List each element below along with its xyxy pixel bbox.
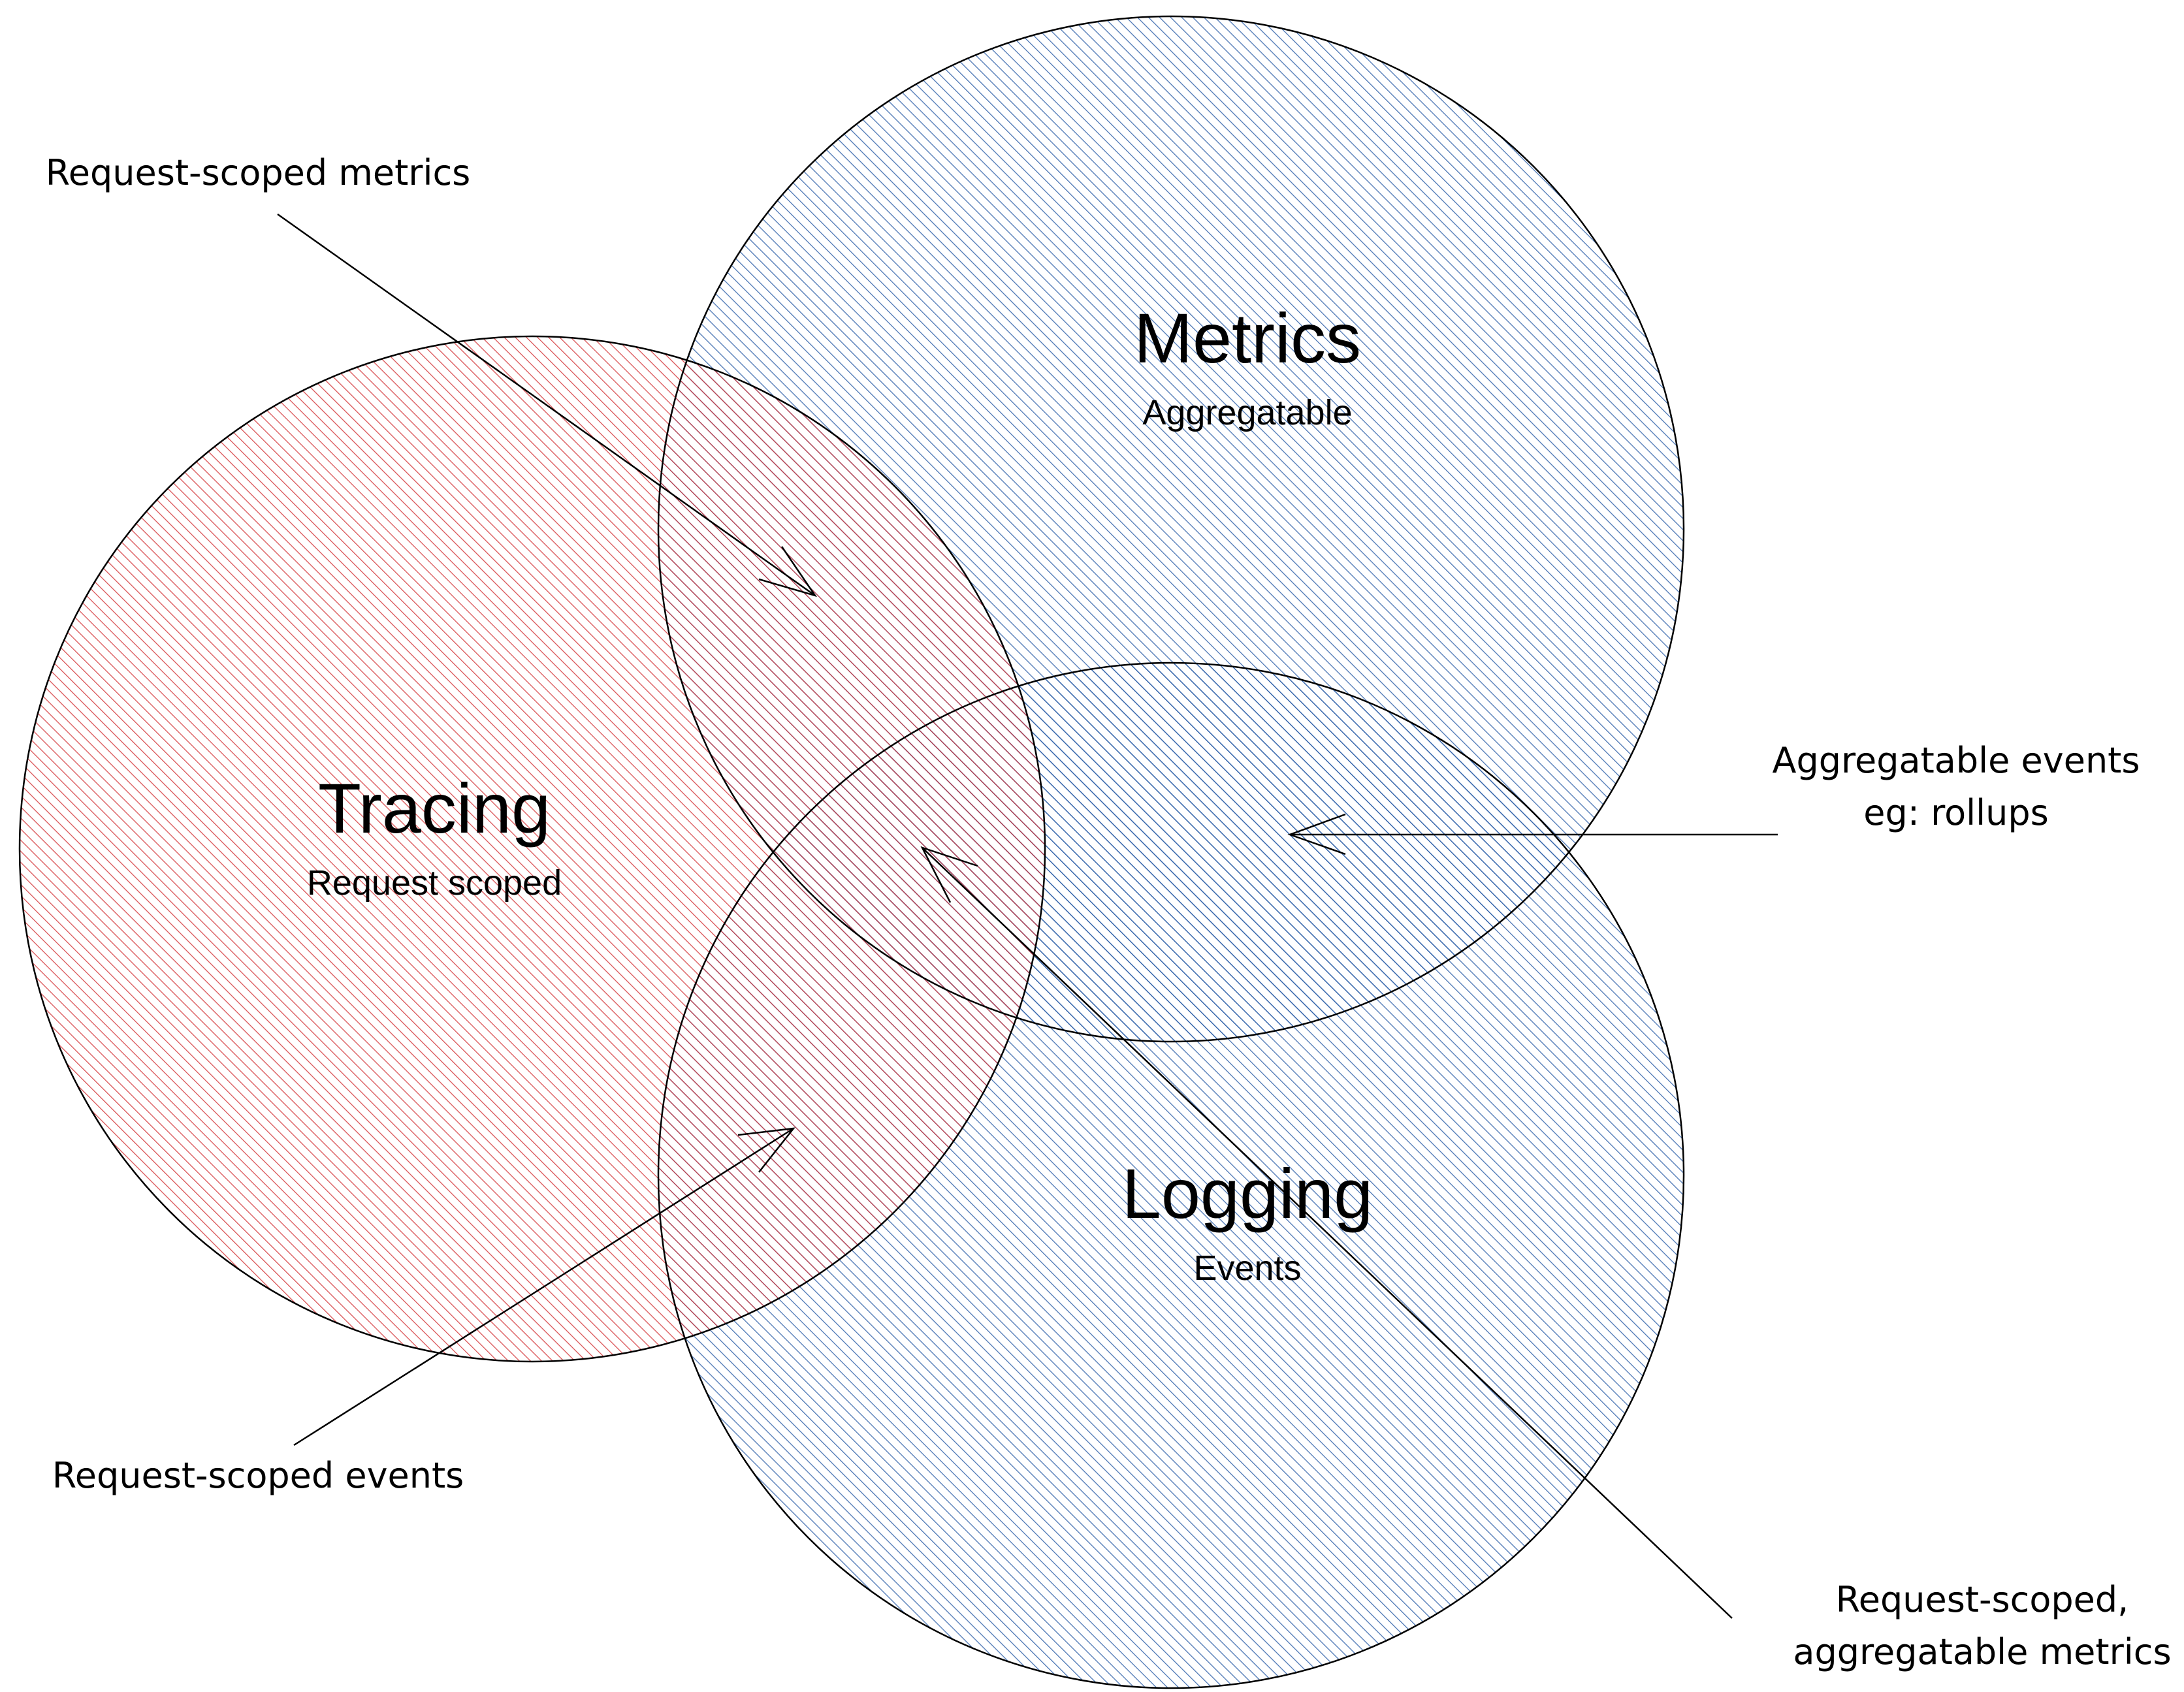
metrics-title: Metrics — [1134, 298, 1361, 377]
tracing-subtitle: Request scoped — [307, 863, 562, 902]
arrow-request-scoped-metrics — [277, 213, 817, 598]
arrow-request-scoped-events — [293, 1127, 795, 1446]
metrics-subtitle: Aggregatable — [1142, 393, 1352, 432]
label-aggregatable-events-line2: eg: rollups — [1863, 792, 2049, 833]
tracing-circle — [18, 335, 1046, 1363]
arrow-aggregatable-events — [1287, 813, 1778, 855]
tracing-circle-fill — [20, 336, 1045, 1362]
label-request-scoped-metrics: Request-scoped metrics — [46, 152, 471, 193]
logging-circle — [657, 662, 1685, 1689]
label-request-scoped-aggregatable-line2: aggregatable metrics — [1793, 1631, 2171, 1672]
metrics-circle — [657, 15, 1685, 1043]
logging-title: Logging — [1122, 1154, 1373, 1233]
label-request-scoped-aggregatable-line1: Request-scoped, — [1836, 1579, 2129, 1620]
tracing-title: Tracing — [318, 769, 551, 848]
label-request-scoped-events: Request-scoped events — [52, 1455, 464, 1496]
arrow-request-scoped-aggregatable-metrics — [920, 846, 1733, 1619]
logging-subtitle: Events — [1193, 1249, 1301, 1288]
label-aggregatable-events-line1: Aggregatable events — [1773, 740, 2140, 781]
